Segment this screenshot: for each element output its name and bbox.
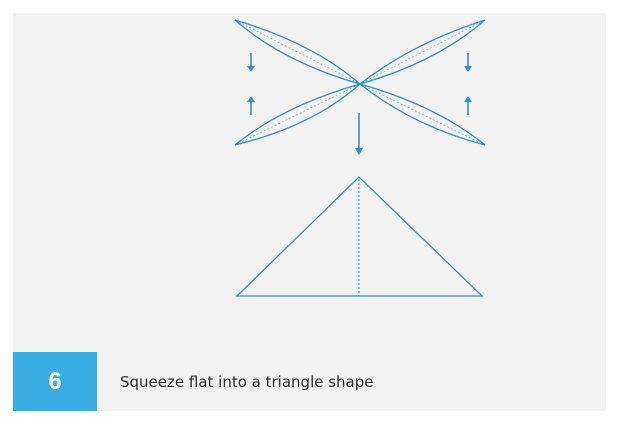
down-arrow-icon (247, 53, 255, 72)
up-arrow-icon (464, 96, 472, 115)
folding-diagram (234, 19, 486, 297)
fold-line-lower-left (234, 83, 361, 146)
step-number: 6 (48, 367, 62, 395)
fold-line-lower-right (359, 83, 486, 146)
step-instruction: Squeeze flat into a triangle shape (120, 372, 374, 391)
down-arrow-icon (464, 53, 472, 72)
step-number-badge: 6 (13, 352, 97, 411)
fold-line-upper-left (234, 19, 361, 85)
fold-line-upper-right (359, 19, 486, 85)
up-arrow-icon (247, 96, 255, 115)
down-arrow-icon (355, 113, 363, 155)
illustration-panel (13, 13, 606, 411)
